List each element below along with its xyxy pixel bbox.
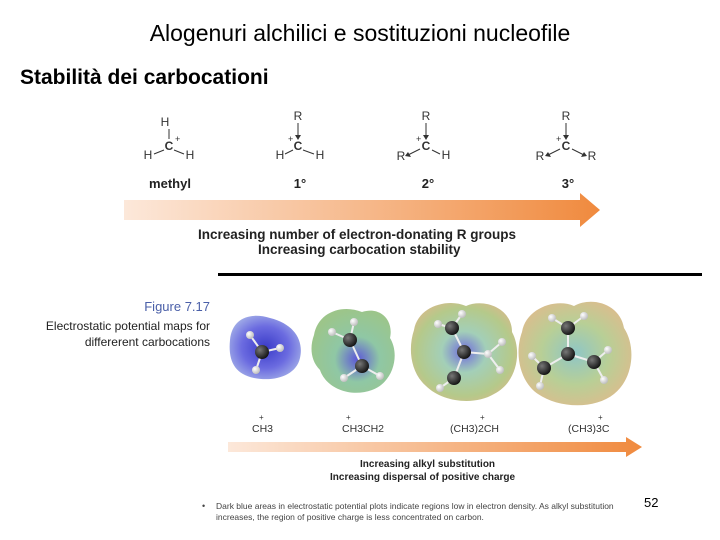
svg-text:+: + — [175, 134, 180, 144]
svg-text:R: R — [562, 109, 571, 123]
figure-caption-line-1: Electrostatic potential maps for — [45, 319, 210, 333]
electrostatic-maps-figure — [229, 301, 632, 406]
ethyl-potential-map — [311, 308, 395, 393]
svg-text:C: C — [165, 139, 174, 153]
svg-text:R: R — [397, 149, 406, 163]
sub-top: H — [161, 115, 170, 129]
formula-methyl: CH3 — [252, 423, 273, 435]
slide-title: Alogenuri alchilici e sostituzioni nucle… — [149, 20, 571, 46]
primary-structure: R C + H H — [276, 109, 325, 162]
svg-text:+: + — [346, 413, 351, 422]
svg-text:R: R — [536, 149, 545, 163]
svg-text:C: C — [294, 139, 303, 153]
svg-text:H: H — [316, 148, 325, 162]
substitution-arrow-figure: Increasing alkyl substitution Increasing… — [228, 437, 642, 483]
svg-text:R: R — [294, 109, 303, 123]
svg-text:H: H — [276, 148, 285, 162]
bottom-arrow-caption-2: Increasing dispersal of positive charge — [330, 472, 516, 483]
label-methyl: methyl — [149, 176, 191, 191]
svg-text:R: R — [588, 149, 597, 163]
label-primary: 1° — [294, 176, 306, 191]
label-secondary: 2° — [422, 176, 434, 191]
figure-bullet-text: Dark blue areas in electrostatic potenti… — [216, 501, 614, 522]
figure-caption: Electrostatic potential maps for differe… — [46, 318, 210, 350]
stability-arrow — [124, 193, 600, 227]
methyl-structure: H C + H H — [144, 115, 195, 162]
secondary-structure: R C + R H — [397, 109, 451, 163]
top-arrow-caption-2: Increasing carbocation stability — [258, 242, 461, 257]
svg-text:+: + — [480, 413, 485, 422]
svg-text:+: + — [598, 413, 603, 422]
formula-ethyl: CH3CH2 — [342, 423, 384, 435]
svg-text:C: C — [422, 139, 431, 153]
bottom-arrow-caption-1: Increasing alkyl substitution — [360, 459, 495, 470]
svg-text:C: C — [562, 139, 571, 153]
formula-tert-butyl: (CH3)3C — [568, 423, 610, 435]
svg-text:H: H — [186, 148, 195, 162]
svg-text:+: + — [556, 134, 561, 144]
isopropyl-potential-map — [410, 303, 518, 401]
methyl-potential-map — [229, 315, 301, 380]
formula-isopropyl: (CH3)2CH — [450, 423, 499, 435]
bullet-dot: • — [202, 501, 206, 511]
dispersal-arrow — [228, 437, 642, 457]
page-number: 52 — [644, 495, 659, 510]
svg-text:+: + — [416, 134, 421, 144]
carbocation-structures-figure: H C + H H R C + H H R C + R H R C + — [124, 109, 600, 257]
separator-line — [218, 273, 702, 276]
svg-text:R: R — [422, 109, 431, 123]
formula-row: + CH3 + CH3CH2 + (CH3)2CH + (CH3)3C — [252, 413, 610, 435]
label-tertiary: 3° — [562, 176, 574, 191]
figure-number: Figure 7.17 — [144, 299, 210, 314]
svg-text:H: H — [144, 148, 153, 162]
tertiary-structure: R C + R R — [536, 109, 597, 163]
svg-text:H: H — [442, 148, 451, 162]
tert-butyl-potential-map — [518, 301, 632, 406]
slide-subtitle: Stabilità dei carbocationi — [20, 66, 269, 89]
svg-text:+: + — [259, 413, 264, 422]
figure-caption-line-2: differerent carbocations — [84, 335, 210, 349]
top-arrow-caption-1: Increasing number of electron-donating R… — [198, 227, 516, 242]
svg-text:+: + — [288, 134, 293, 144]
